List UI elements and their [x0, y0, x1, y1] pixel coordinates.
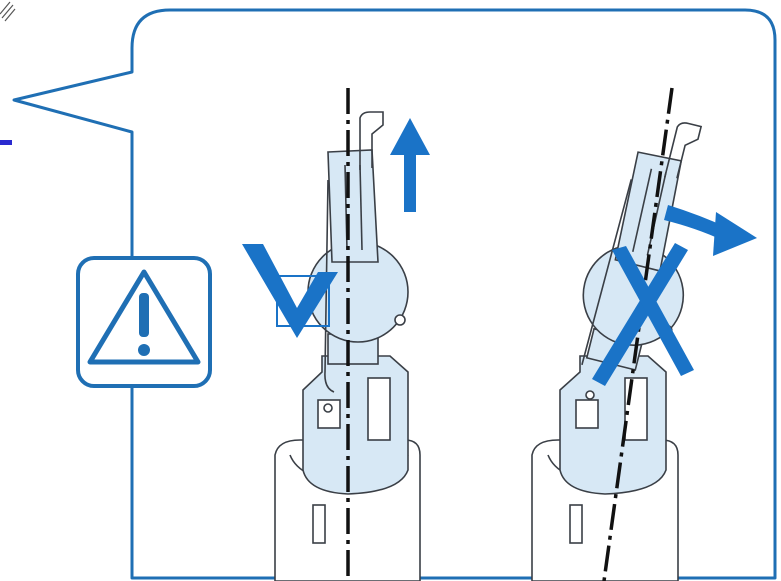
left-bracket-mark	[0, 140, 12, 145]
warning-badge	[78, 258, 210, 386]
lamp-tube-correct	[328, 150, 378, 262]
corner-hatch	[0, 2, 15, 21]
